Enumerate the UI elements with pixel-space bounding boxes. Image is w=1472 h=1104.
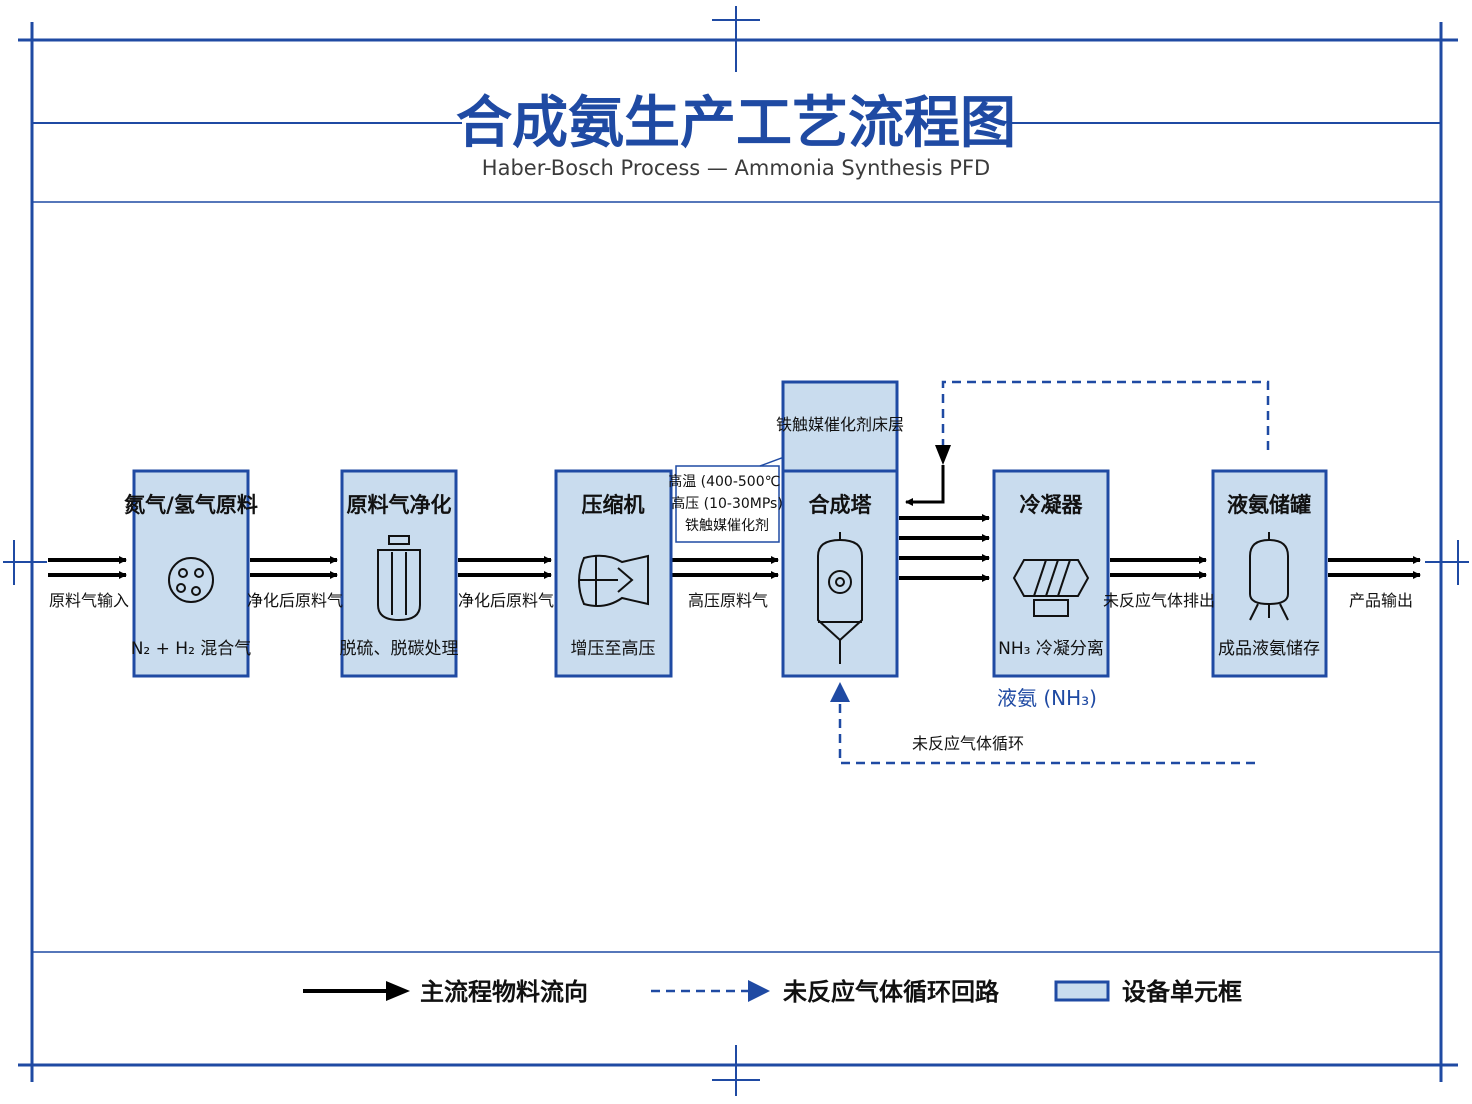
catalyst-bed-label: 铁触媒催化剂床层 (776, 415, 904, 434)
condenser-icon (1012, 559, 1090, 617)
purifier-vessel-icon (377, 535, 421, 622)
unit-feed-title: 氮气/氢气原料 (124, 493, 258, 517)
legend: 主流程物料流向 未反应气体循环回路 设备单元框 (303, 978, 1242, 1006)
flow-label-recycle: 未反应气体循环 (912, 734, 1024, 753)
legend-main-flow: 主流程物料流向 (303, 978, 588, 1006)
condition-temperature: 高温 (400-500℃) (668, 473, 786, 490)
gas-mixture-icon (168, 557, 214, 603)
unit-storage-note: 成品液氨储存 (1218, 639, 1320, 659)
storage-tank-icon (1249, 532, 1289, 621)
unit-storage-title: 液氨储罐 (1227, 493, 1311, 517)
flow-label-input: 原料气输入 (49, 591, 129, 610)
unit-purify: 原料气净化 脱硫、脱碳处理 (340, 469, 459, 678)
unit-storage: 液氨储罐 成品液氨储存 (1211, 469, 1328, 678)
diagram-subtitle: Haber-Bosch Process — Ammonia Synthesis … (482, 156, 990, 180)
unit-reactor: 铁触媒催化剂床层 合成塔 (776, 380, 904, 678)
flow-label-output: 产品输出 (1349, 591, 1413, 610)
unit-condenser: 冷凝器 NH₃ 冷凝分离 (992, 469, 1110, 678)
legend-main-flow-label: 主流程物料流向 (420, 978, 588, 1006)
legend-unit-box: 设备单元框 (1054, 978, 1242, 1006)
drawing-frame (18, 22, 1458, 1082)
compressor-icon (578, 554, 649, 607)
unit-compressor-note: 增压至高压 (571, 639, 656, 659)
unit-condenser-note: NH₃ 冷凝分离 (998, 639, 1104, 659)
flow-label-feed-to-purify: 净化后原料气 (247, 591, 343, 610)
unit-feed: 氮气/氢气原料 N₂ + H₂ 混合气 (124, 469, 258, 678)
unit-compressor: 压缩机 增压至高压 (554, 469, 673, 678)
synthesis-tower-icon (817, 532, 863, 664)
unit-purify-title: 原料气净化 (347, 493, 452, 517)
legend-unit-box-label: 设备单元框 (1122, 978, 1242, 1006)
flow-label-purify-to-compressor: 净化后原料气 (458, 591, 554, 610)
legend-recycle-loop-label: 未反应气体循环回路 (783, 978, 1000, 1006)
recycle-loop-bottom (830, 682, 1255, 765)
diagram-title: 合成氨生产工艺流程图 (456, 91, 1016, 156)
main-flow-arrows (48, 514, 1421, 582)
unit-reactor-title: 合成塔 (809, 493, 873, 517)
condition-pressure: 高压 (10-30MPs) (671, 495, 783, 512)
registration-marks (3, 6, 1469, 1096)
flow-label-condenser-to-storage: 未反应气体排出 (1103, 591, 1215, 610)
legend-recycle-loop: 未反应气体循环回路 (651, 978, 1000, 1006)
liquid-ammonia-label: 液氨 (NH₃) (997, 686, 1097, 710)
recycle-loop-top (905, 380, 1270, 506)
unit-purify-note: 脱硫、脱碳处理 (340, 639, 459, 659)
unit-feed-note: N₂ + H₂ 混合气 (131, 639, 252, 659)
condition-catalyst: 铁触媒催化剂 (685, 518, 769, 534)
unit-condenser-title: 冷凝器 (1020, 493, 1084, 517)
flow-label-compressor-to-reactor: 高压原料气 (688, 591, 768, 610)
unit-compressor-title: 压缩机 (582, 493, 645, 517)
